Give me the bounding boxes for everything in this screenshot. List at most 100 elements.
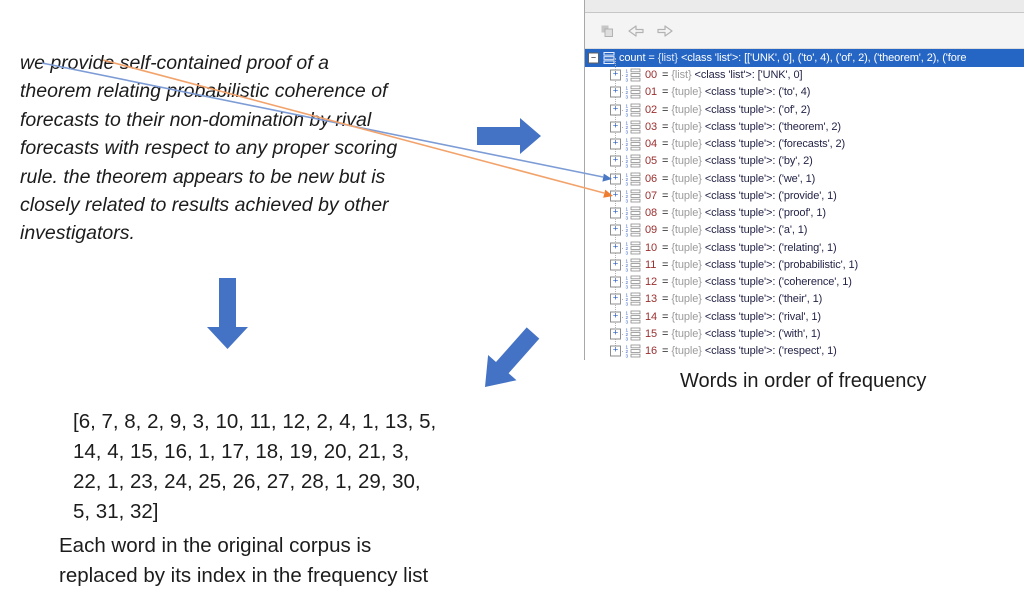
equals-sign: =	[662, 138, 669, 151]
forward-arrow-icon[interactable]	[656, 23, 674, 39]
debugger-variables-panel: − count = {list} <class 'list'>: [['UNK'…	[584, 0, 1024, 360]
variable-row[interactable]: + 1 2 3 16	[585, 343, 1024, 360]
index-array-line: 22, 1, 23, 24, 25, 26, 27, 28, 1, 29, 30…	[73, 470, 421, 493]
tuple-icon: 1 2 3	[625, 172, 641, 186]
variable-row[interactable]: + 1 2 3 09	[585, 222, 1024, 239]
tuple-icon: 1 2 3	[625, 85, 641, 99]
back-arrow-icon[interactable]	[627, 23, 645, 39]
tuple-icon: 1 2 3	[625, 120, 641, 134]
equals-sign: =	[662, 310, 669, 323]
variable-row[interactable]: + 1 2 3 03	[585, 118, 1024, 135]
svg-text:1: 1	[626, 207, 629, 212]
expand-icon[interactable]: +	[610, 87, 621, 98]
element-value: <class 'tuple'>: ('with', 1)	[704, 327, 821, 340]
variable-row[interactable]: + 1 2 3 05	[585, 153, 1024, 170]
element-type: {tuple}	[671, 258, 702, 271]
collapse-icon[interactable]: −	[588, 52, 599, 64]
element-type: {tuple}	[671, 120, 702, 133]
equals-sign: =	[662, 327, 669, 340]
element-type: {tuple}	[671, 310, 702, 323]
tuple-icon: 1 2 3	[625, 103, 641, 117]
svg-text:1: 1	[626, 172, 629, 177]
element-type: {tuple}	[671, 241, 702, 254]
expand-icon[interactable]: +	[610, 69, 621, 81]
element-index: 05	[645, 155, 658, 168]
tuple-icon: 1 2 3	[625, 327, 641, 341]
svg-text:1: 1	[626, 327, 629, 332]
expand-icon[interactable]: +	[610, 345, 621, 357]
svg-text:3: 3	[626, 164, 629, 168]
expand-icon[interactable]: +	[610, 104, 621, 116]
expand-icon[interactable]: +	[610, 242, 621, 254]
expand-icon[interactable]: +	[610, 190, 621, 202]
replacement-caption-line: replaced by its index in the frequency l…	[59, 563, 429, 587]
element-type: {tuple}	[671, 172, 702, 185]
variable-row[interactable]: + 1 2 3 13	[585, 291, 1024, 308]
svg-text:2: 2	[626, 349, 629, 354]
svg-text:1: 1	[626, 69, 629, 74]
expand-icon[interactable]: +	[610, 138, 621, 150]
element-value: <class 'list'>: ['UNK', 0]	[694, 69, 803, 82]
equals-sign: =	[662, 86, 669, 99]
svg-text:3: 3	[626, 354, 629, 358]
element-index: 12	[645, 276, 658, 289]
variable-row[interactable]: + 1 2 3 12	[585, 274, 1024, 291]
frequency-caption: Words in order of frequency	[680, 370, 927, 392]
corpus-text-line: closely related to results achieved by o…	[20, 194, 389, 217]
svg-text:2: 2	[626, 297, 629, 302]
element-type: {tuple}	[671, 276, 702, 289]
variable-row[interactable]: + 1 2 3 00	[585, 67, 1024, 84]
equals-sign: =	[662, 345, 669, 358]
expand-icon[interactable]: +	[610, 328, 621, 340]
svg-text:1: 1	[626, 155, 629, 160]
svg-text:2: 2	[626, 90, 629, 95]
expand-icon[interactable]: +	[610, 276, 621, 288]
variable-row[interactable]: + 1 2 3 15	[585, 325, 1024, 342]
variable-row[interactable]: + 1 2 3 11	[585, 256, 1024, 273]
svg-text:1: 1	[626, 103, 629, 108]
variable-row[interactable]: + 1 2 3 10	[585, 239, 1024, 256]
expand-icon[interactable]: +	[610, 207, 621, 219]
expand-icon[interactable]: +	[610, 294, 621, 305]
variable-row[interactable]: + 1 2 3 06	[585, 170, 1024, 187]
variable-row[interactable]: + 1 2 3 02	[585, 101, 1024, 118]
element-value: <class 'tuple'>: ('rival', 1)	[704, 310, 821, 323]
expand-icon[interactable]: +	[610, 173, 621, 185]
element-index: 10	[645, 241, 658, 254]
variable-rows: + 1 2 3 00	[585, 57, 1024, 360]
expand-icon[interactable]: +	[610, 311, 621, 323]
corpus-text-line: rule. the theorem appears to be new but …	[20, 165, 386, 188]
variable-row[interactable]: + 1 2 3 07	[585, 187, 1024, 204]
svg-text:3: 3	[626, 336, 629, 340]
element-value: <class 'tuple'>: ('provide', 1)	[704, 189, 837, 202]
element-value: <class 'tuple'>: ('probabilistic', 1)	[704, 258, 859, 271]
variable-row[interactable]: + 1 2 3 14	[585, 308, 1024, 325]
svg-text:3: 3	[626, 216, 629, 220]
variable-row[interactable]: + 1 2 3 04	[585, 136, 1024, 153]
element-value: <class 'tuple'>: ('of', 2)	[704, 103, 811, 116]
variable-row[interactable]: + 1 2 3 08	[585, 205, 1024, 222]
corpus-text-line: investigators.	[20, 222, 135, 245]
copy-frames-icon[interactable]	[598, 23, 616, 39]
svg-text:2: 2	[626, 108, 629, 113]
equals-sign: =	[662, 69, 669, 82]
svg-text:2: 2	[626, 125, 629, 130]
element-type: {tuple}	[671, 189, 702, 202]
svg-text:2: 2	[626, 263, 629, 268]
variable-row-count[interactable]: − count = {list} <class 'list'>: [['UNK'…	[585, 49, 1024, 67]
svg-text:1: 1	[626, 86, 629, 91]
tuple-icon: 1 2 3	[625, 344, 641, 358]
expand-icon[interactable]: +	[610, 259, 621, 271]
expand-icon[interactable]: +	[610, 121, 621, 133]
element-type: {tuple}	[671, 345, 702, 358]
element-index: 03	[645, 120, 658, 133]
element-index: 13	[645, 293, 658, 306]
expand-icon[interactable]: +	[610, 225, 621, 236]
element-value: <class 'tuple'>: ('a', 1)	[704, 224, 808, 237]
variable-row[interactable]: + 1 2 3 01	[585, 84, 1024, 101]
element-index: 16	[645, 345, 658, 358]
element-type: {list}	[671, 69, 692, 82]
expand-icon[interactable]: +	[610, 156, 621, 167]
element-type: {tuple}	[671, 293, 702, 306]
tuple-icon: 1 2 3	[625, 68, 641, 82]
